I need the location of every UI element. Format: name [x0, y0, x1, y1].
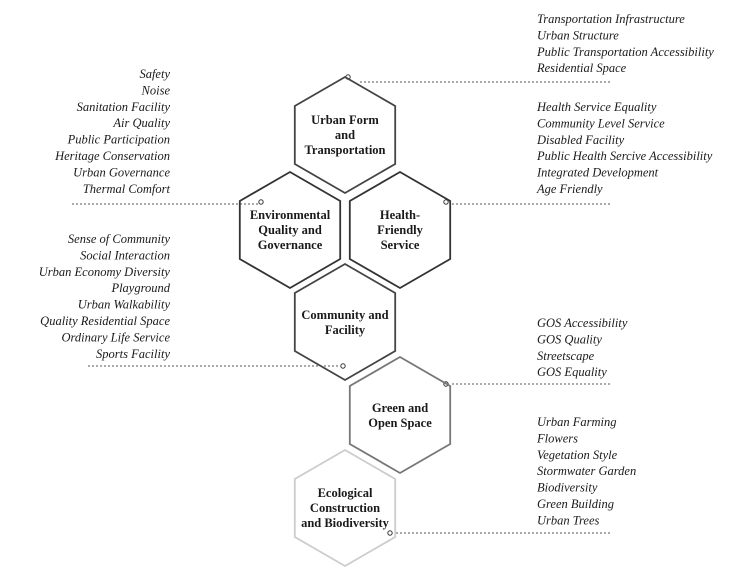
hexagon-green-open-label: Open Space [368, 416, 432, 430]
hexagon-environmental-label: Governance [258, 238, 323, 252]
transportation-list-item: Public Transportation Accessibility [536, 45, 714, 59]
hexagon-urban-form-label: Urban Form [311, 113, 379, 127]
health-list-anchor-dot [443, 199, 449, 205]
hexagon-community-label: Community and [301, 308, 388, 322]
community-list-item: Playground [110, 281, 170, 295]
hexagon-ecological-label: Ecological [318, 486, 373, 500]
ecological-list-item: Green Building [537, 497, 614, 511]
hexagon-ecological-outline [293, 448, 397, 568]
ecological-list-item: Stormwater Garden [537, 464, 636, 478]
health-list-item: Age Friendly [536, 182, 603, 196]
hexagon-health-friendly-outline [348, 170, 452, 290]
health-list-item: Disabled Facility [536, 133, 625, 147]
community-list-item: Quality Residential Space [40, 314, 170, 328]
hexagon-community-label: Facility [325, 323, 366, 337]
ecological-list-item: Biodiversity [537, 481, 598, 495]
environmental-list-item: Sanitation Facility [77, 100, 171, 114]
hexagon-health-friendly-label: Service [381, 238, 420, 252]
hexagon-health-friendly-label: Health- [380, 208, 420, 222]
environmental-list-anchor-dot [258, 199, 264, 205]
community-list-item: Sports Facility [96, 347, 170, 361]
environmental-list-item: Heritage Conservation [54, 149, 170, 163]
ecological-list-item: Urban Trees [537, 513, 600, 527]
ecological-list-item: Flowers [536, 431, 578, 445]
ecological-list-item: Vegetation Style [537, 448, 618, 462]
environmental-list-item: Public Participation [67, 133, 170, 147]
transportation-list-item: Transportation Infrastructure [537, 12, 685, 26]
green-list-item: GOS Equality [537, 365, 607, 379]
green-list-item: Streetscape [537, 349, 595, 363]
environmental-list-item: Thermal Comfort [83, 182, 171, 196]
transportation-list-item: Residential Space [536, 61, 627, 75]
hexagon-urban-form-outline [293, 75, 397, 195]
hexagon-health-friendly-label: Friendly [377, 223, 424, 237]
hexagon-environmental-outline [238, 170, 342, 290]
hexagon-urban-form-label: and [335, 128, 355, 142]
ecological-list-anchor-dot [387, 530, 393, 536]
environmental-list-item: Air Quality [112, 116, 170, 130]
hexagon-green-open-outline [348, 355, 452, 475]
hexagon-community-outline [293, 262, 397, 382]
health-list-item: Health Service Equality [536, 100, 657, 114]
ecological-list-item: Urban Farming [537, 415, 617, 429]
transportation-list-item: Urban Structure [537, 28, 619, 42]
environmental-list-item: Urban Governance [73, 165, 170, 179]
community-list-item: Sense of Community [68, 232, 171, 246]
community-list-item: Urban Walkability [78, 298, 171, 312]
green-list-item: GOS Accessibility [537, 316, 628, 330]
hexagon-green-open-label: Green and [372, 401, 428, 415]
community-list-item: Ordinary Life Service [61, 330, 170, 344]
health-list-item: Public Health Sercive Accessibility [536, 149, 713, 163]
community-list-item: Social Interaction [80, 248, 170, 262]
hexagon-ecological-label: and Biodiversity [301, 516, 390, 530]
hexagon-environmental-label: Environmental [250, 208, 331, 222]
environmental-list-item: Safety [139, 67, 170, 81]
health-list-item: Integrated Development [536, 166, 659, 180]
hexagon-stack: Urban FormandTransportationEnvironmental… [238, 75, 452, 568]
community-list-anchor-dot [340, 363, 346, 369]
community-list-item: Urban Economy Diversity [39, 265, 171, 279]
leader-lines [72, 74, 612, 536]
green-list-item: GOS Quality [537, 332, 602, 346]
hexagon-environmental-label: Quality and [258, 223, 322, 237]
environmental-list-item: Noise [141, 83, 171, 97]
health-list-item: Community Level Service [537, 116, 665, 130]
hexagon-urban-form-label: Transportation [304, 143, 385, 157]
hexagon-ecological-label: Construction [310, 501, 380, 515]
